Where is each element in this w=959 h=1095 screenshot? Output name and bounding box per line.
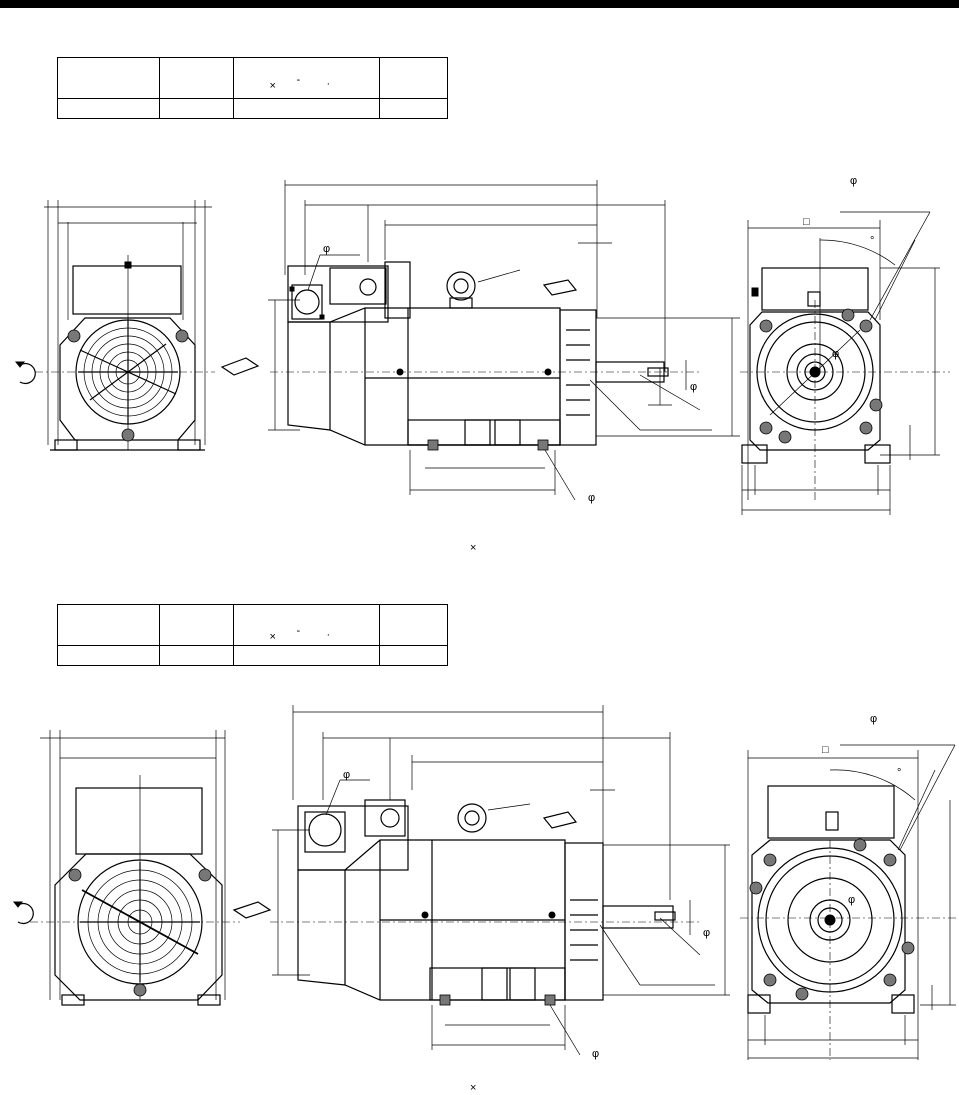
header-bar bbox=[0, 0, 959, 8]
table-cell bbox=[379, 57, 448, 99]
spec-table-bottom: × - · bbox=[57, 604, 448, 666]
phi-label: φ bbox=[870, 713, 878, 725]
phi-label: φ bbox=[343, 769, 351, 781]
phi-label: φ bbox=[690, 381, 698, 393]
square-symbol: □ bbox=[822, 744, 829, 756]
phi-label: φ bbox=[850, 175, 858, 187]
table-cell bbox=[57, 604, 160, 646]
degree-symbol: ° bbox=[870, 235, 875, 247]
view-arrow-icon bbox=[542, 279, 578, 296]
table-cell bbox=[379, 604, 448, 646]
square-symbol: □ bbox=[803, 216, 810, 228]
table-cell bbox=[379, 98, 448, 119]
caption-symbol: × bbox=[470, 542, 477, 554]
rotation-arrow-icon bbox=[19, 362, 36, 385]
dot-symbol: · bbox=[326, 629, 331, 641]
caption-symbol: × bbox=[470, 1082, 477, 1094]
spec-table-top: × - · bbox=[57, 57, 448, 119]
times-symbol: × bbox=[269, 631, 276, 643]
dash-symbol: - bbox=[296, 74, 301, 86]
bottom-front-view bbox=[12, 730, 240, 1006]
degree-symbol: ° bbox=[897, 767, 902, 779]
bottom-side-view bbox=[232, 705, 730, 1056]
dash-symbol: - bbox=[296, 625, 301, 637]
dot-symbol: · bbox=[326, 78, 331, 90]
bottom-end-view bbox=[740, 744, 958, 1060]
phi-label: φ bbox=[323, 243, 331, 255]
times-symbol: × bbox=[269, 80, 276, 92]
table-cell bbox=[57, 98, 160, 119]
table-cell: × - · bbox=[232, 604, 381, 646]
phi-label: φ bbox=[592, 1048, 600, 1060]
table-cell bbox=[57, 645, 160, 666]
table-cell bbox=[158, 604, 234, 646]
phi-label: φ bbox=[832, 348, 840, 360]
table-cell: × - · bbox=[232, 57, 381, 99]
top-front-view bbox=[14, 200, 215, 451]
phi-label: φ bbox=[588, 492, 596, 504]
table-cell bbox=[379, 645, 448, 666]
phi-label: φ bbox=[703, 927, 711, 939]
top-end-view bbox=[740, 211, 950, 515]
phi-label: φ bbox=[848, 894, 856, 906]
top-side-view bbox=[220, 180, 740, 501]
